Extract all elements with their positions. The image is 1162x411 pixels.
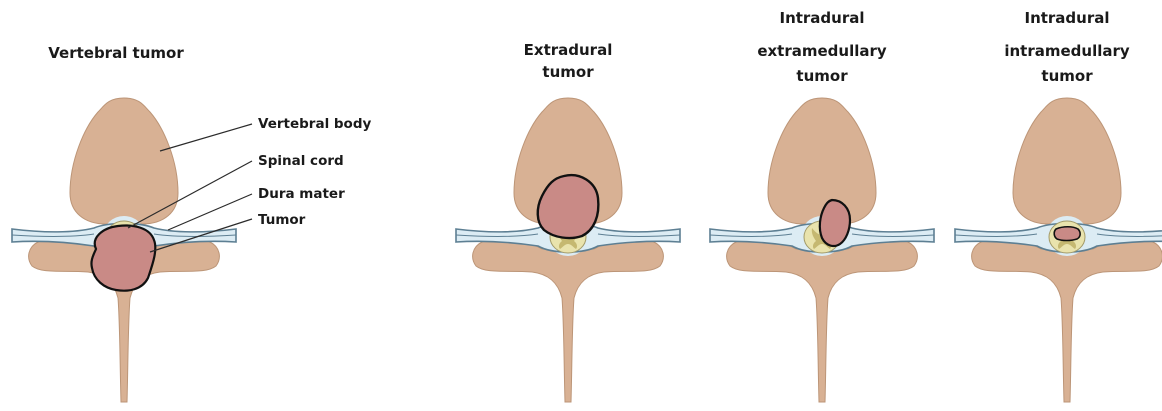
panel-vertebral-tumor	[12, 98, 236, 402]
title-intradural-extramedullary-line3: tumor	[796, 67, 848, 85]
panel-extradural-tumor	[456, 98, 680, 402]
leader-vertebral-body	[160, 124, 252, 151]
label-vertebral-body: Vertebral body	[258, 116, 371, 132]
title-intradural-extramedullary-line2: extramedullary	[757, 42, 887, 60]
label-spinal-cord: Spinal cord	[258, 153, 344, 169]
title-extradural-line2: tumor	[542, 63, 594, 81]
panel-intradural-extramedullary-tumor	[710, 98, 934, 402]
title-intradural-intramedullary-line2: intramedullary	[1004, 42, 1130, 60]
title-vertebral-tumor: Vertebral tumor	[48, 44, 184, 62]
tumor-shape	[1054, 227, 1080, 241]
title-intradural-extramedullary-line1: Intradural	[779, 9, 864, 27]
label-tumor: Tumor	[258, 212, 306, 228]
label-dura-mater: Dura mater	[258, 186, 345, 202]
title-intradural-intramedullary-line1: Intradural	[1024, 9, 1109, 27]
panel-intradural-intramedullary-tumor	[955, 98, 1162, 402]
tumor-shape	[91, 226, 155, 291]
title-intradural-intramedullary-line3: tumor	[1041, 67, 1093, 85]
tumor-shape	[820, 200, 850, 246]
title-extradural-line1: Extradural	[524, 41, 613, 59]
